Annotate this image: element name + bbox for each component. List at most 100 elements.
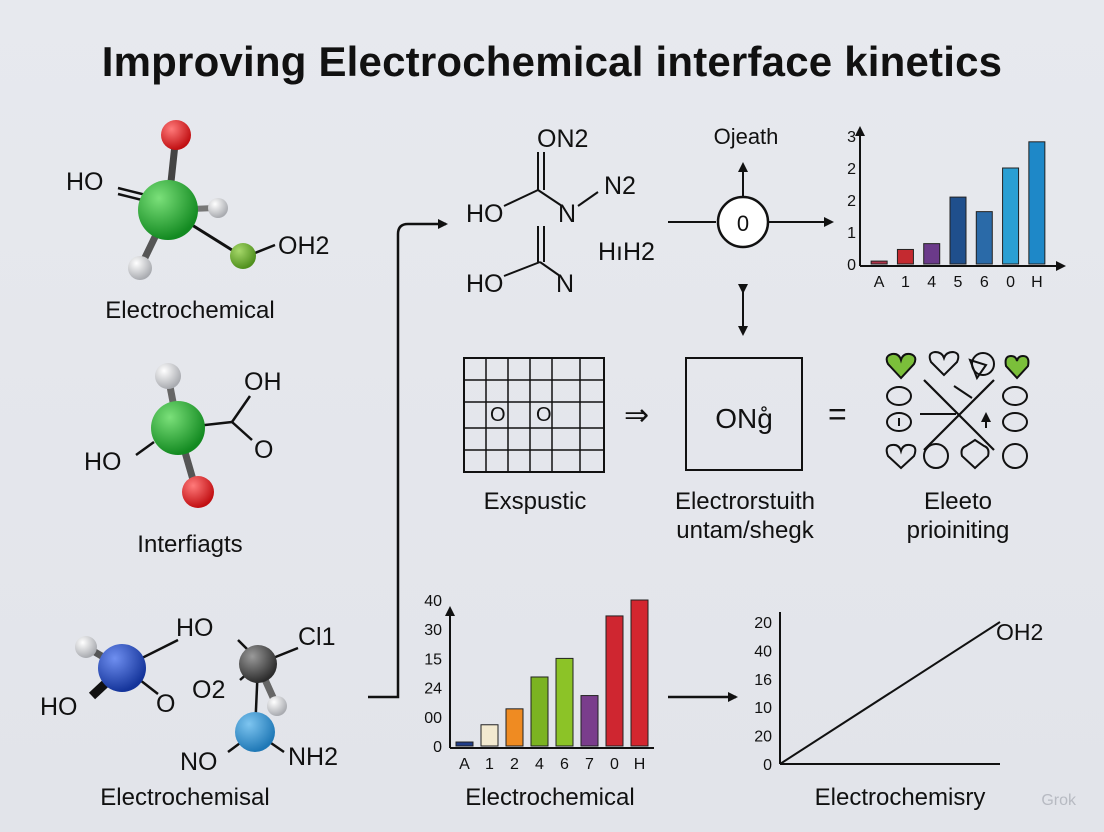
atom-label: N [556, 270, 574, 298]
heart-icon [885, 443, 917, 470]
y-tick-label: 2 [847, 161, 856, 178]
y-tick-label: 16 [754, 672, 772, 689]
carbon-atom [239, 645, 277, 683]
y-tick-label: 40 [754, 643, 772, 660]
bar [870, 260, 888, 265]
circle-icon [923, 443, 949, 469]
oval-icon [886, 386, 912, 406]
atom-label: HO [66, 168, 104, 196]
reaction-node-label: Ojeath [714, 124, 779, 149]
grid-panel-label: Exspustic [483, 488, 587, 515]
molecule-3-label: Electrochemisal [100, 784, 270, 811]
y-tick-label: 2 [847, 193, 856, 210]
y-tick-label: 10 [754, 700, 772, 717]
x-tick-label: 7 [585, 756, 594, 773]
connector-arrow [368, 219, 448, 699]
oval-icon [886, 412, 912, 432]
x-tick-label: 5 [954, 274, 963, 291]
icon-panel-label-line-1: Eleeto [923, 488, 993, 515]
bar-chart-label: Electrochemical [465, 784, 635, 811]
atom-label: HO [466, 200, 504, 228]
box-panel-text: ONg̊ [715, 403, 773, 434]
bar [896, 248, 914, 265]
oxygen-atom [182, 476, 214, 508]
bar [605, 615, 624, 747]
y-tick-label: 15 [424, 651, 442, 668]
x-tick-label: 2 [510, 756, 519, 773]
y-tick-label: 0 [847, 257, 856, 274]
oxygen-atom [230, 243, 256, 269]
bar [580, 695, 599, 747]
y-tick-label: 3 [847, 129, 856, 146]
bar [480, 724, 499, 747]
nitrogen-atom [98, 644, 146, 692]
implies-operator: ⇒ [624, 399, 649, 432]
circle-icon [1002, 443, 1028, 469]
molecule-2-label: Interfiagts [137, 531, 243, 558]
molecule-3: HO HO Cl1 O2 O NO NH2 [40, 614, 338, 776]
grid-cell-label: O [490, 404, 506, 426]
oval-icon [1002, 386, 1028, 406]
atom-label: OH2 [278, 232, 329, 260]
x-tick-label: H [634, 756, 646, 773]
x-tick-label: 0 [1006, 274, 1015, 291]
x-tick-label: 6 [560, 756, 569, 773]
hydrogen-atom [155, 363, 181, 389]
bar [1002, 167, 1020, 265]
icon-panel-label-line-2: prioiniting [906, 517, 1010, 544]
grid-panel: O O [463, 357, 605, 473]
bar [555, 657, 574, 747]
atom-label: N2 [604, 172, 636, 200]
bar [505, 708, 524, 747]
x-tick-label: A [874, 274, 885, 291]
atom-label: HıH2 [598, 238, 655, 266]
atom-label: O [156, 690, 175, 718]
watermark: Grok [1041, 792, 1076, 809]
bar [1028, 141, 1046, 265]
reaction-node-value: 0 [737, 211, 749, 236]
y-tick-label: 1 [847, 225, 856, 242]
icon-panel [885, 350, 1030, 470]
page-title: Improving Electrochemical interface kine… [101, 38, 1003, 85]
series-line [779, 621, 1001, 765]
atom-label: O [254, 436, 273, 464]
x-tick-label: 0 [610, 756, 619, 773]
x-tick-label: 1 [901, 274, 910, 291]
carbon-atom [151, 401, 205, 455]
green-heart-icon [1004, 354, 1030, 380]
molecule-1: HO OH2 [66, 120, 329, 280]
grid-cell-label: O [536, 404, 552, 426]
oxygen-atom [161, 120, 191, 150]
y-tick-label: 24 [424, 681, 442, 698]
box-panel-label-line-1: Electrorstuith [674, 488, 816, 515]
atom-label: HO [84, 448, 122, 476]
oval-icon [1002, 412, 1028, 432]
x-tick-label: 4 [535, 756, 544, 773]
x-tick-label: H [1031, 274, 1043, 291]
bar [630, 599, 649, 747]
box-panel-label-line-2: untam/shegk [676, 517, 814, 544]
heart-icon [928, 350, 960, 377]
y-tick-label: 00 [424, 710, 442, 727]
y-tick-label: 40 [424, 593, 442, 610]
y-tick-label: 0 [433, 739, 442, 756]
hydrogen-atom [128, 256, 152, 280]
hydrogen-atom [75, 636, 97, 658]
equals-operator: = [828, 396, 847, 432]
atom-label: NH2 [288, 743, 338, 771]
reaction-node [716, 195, 770, 249]
atom-label: Cl1 [298, 623, 336, 651]
y-tick-label: 20 [754, 615, 772, 632]
bar [975, 211, 993, 265]
molecule-1-label: Electrochemical [105, 297, 275, 324]
y-tick-label: 20 [754, 729, 772, 746]
carbon-atom [138, 180, 198, 240]
bar [455, 741, 474, 747]
y-tick-label: 0 [763, 757, 772, 774]
atom-label: HO [40, 693, 78, 721]
atom-label: O2 [192, 676, 225, 704]
